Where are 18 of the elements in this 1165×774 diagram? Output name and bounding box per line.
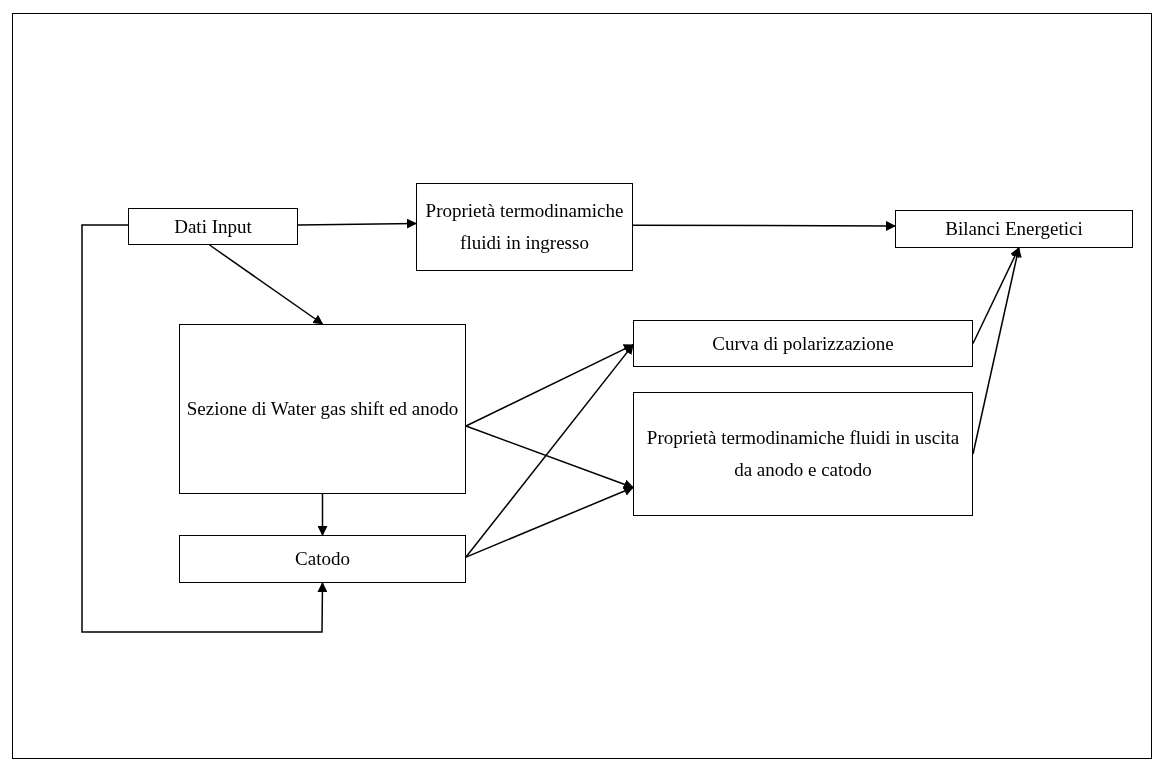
process-box: Proprietà termodinamiche fluidi in uscita da anodo e catodo [633, 392, 973, 516]
arrow [297, 218, 417, 229]
process-box: Curva di polarizzazione [633, 320, 973, 367]
process-box: Dati Input [128, 208, 298, 245]
arrow [81, 224, 328, 633]
process-box: Sezione di Water gas shift ed anodo [179, 324, 466, 494]
arrow [972, 247, 1020, 345]
arrow [632, 220, 896, 231]
arrow [208, 244, 324, 325]
arrow [465, 486, 634, 558]
arrow [972, 247, 1022, 455]
process-box: Proprietà termodinamiche fluidi in ingresso [416, 183, 633, 271]
arrow [317, 493, 328, 536]
arrow [465, 344, 634, 427]
arrow [465, 425, 634, 490]
process-box: Bilanci Energetici [895, 210, 1133, 248]
arrow [465, 344, 634, 558]
process-box: Catodo [179, 535, 466, 583]
